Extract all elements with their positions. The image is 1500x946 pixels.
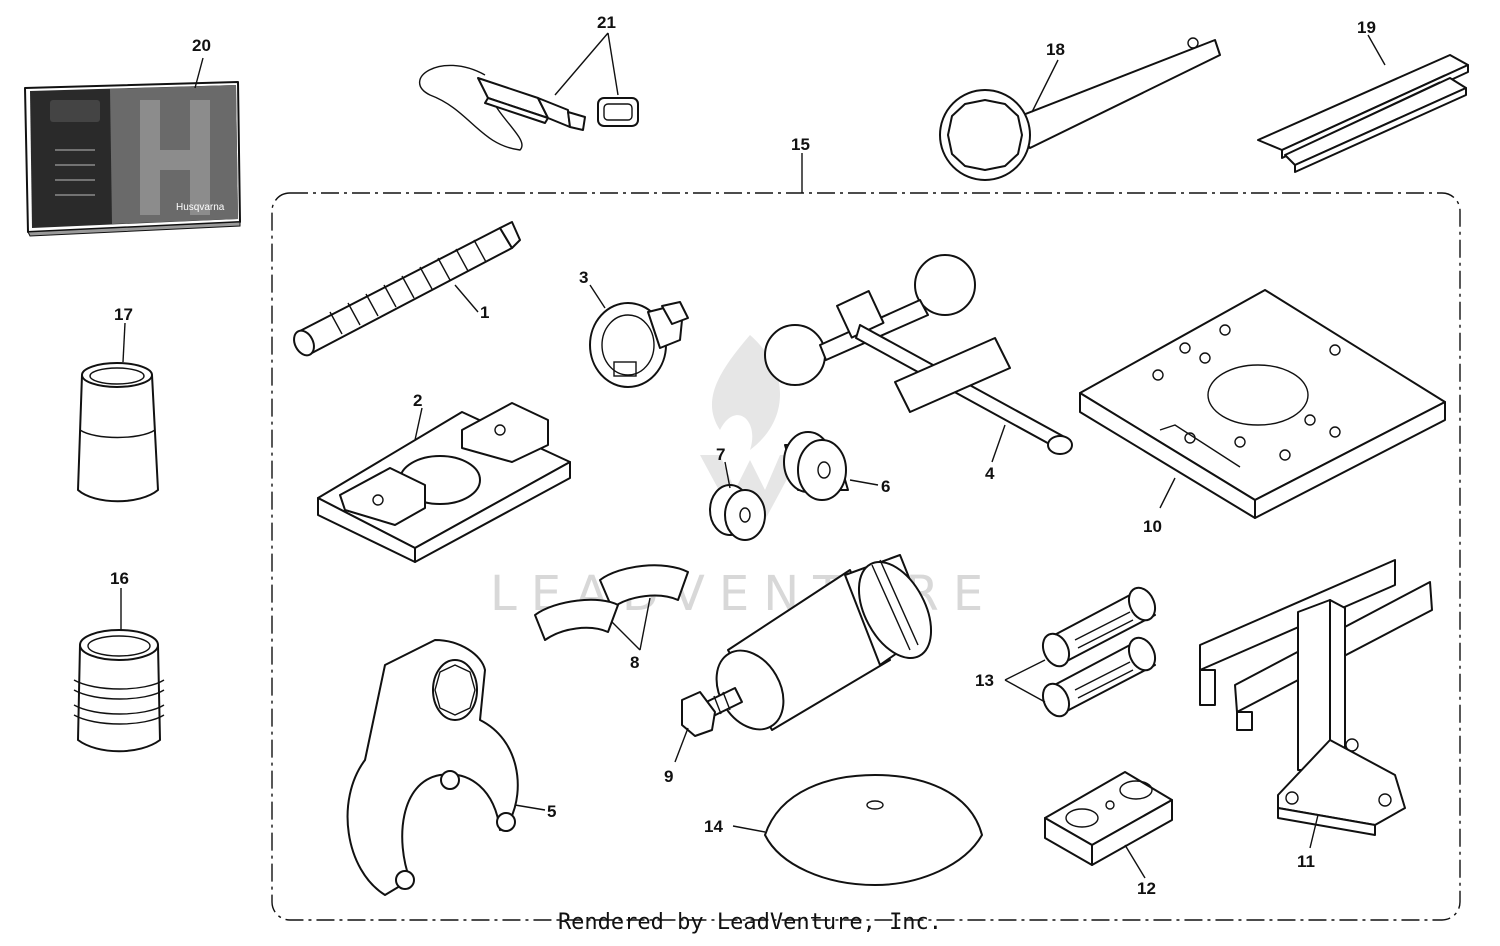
label-4: 4 bbox=[985, 464, 995, 483]
part-11-stand[interactable] bbox=[1199, 559, 1433, 836]
footer-credit: Rendered by LeadVenture, Inc. bbox=[557, 910, 943, 935]
part-13-sleeves[interactable] bbox=[1038, 584, 1160, 721]
label-6: 6 bbox=[881, 477, 890, 496]
part-14-disc[interactable] bbox=[764, 774, 983, 886]
part-6-spacer[interactable] bbox=[783, 431, 849, 501]
part-8-half-shells[interactable] bbox=[534, 564, 689, 641]
manual-brand: Husqvarna bbox=[176, 202, 225, 213]
label-14: 14 bbox=[704, 817, 723, 836]
label-11: 11 bbox=[1297, 852, 1315, 871]
label-10: 10 bbox=[1143, 517, 1162, 536]
part-18-wrench[interactable] bbox=[939, 37, 1221, 181]
label-15: 15 bbox=[791, 135, 810, 154]
part-2-holder-block[interactable] bbox=[317, 402, 571, 563]
part-19-gauge[interactable] bbox=[1257, 54, 1469, 173]
part-10-base-plate[interactable] bbox=[1079, 289, 1446, 519]
part-16-ring-sleeve[interactable] bbox=[73, 629, 165, 753]
part-12-block[interactable] bbox=[1044, 771, 1173, 866]
kit-boundary bbox=[271, 192, 1461, 921]
part-21-usb[interactable] bbox=[418, 64, 639, 151]
part-17-sleeve[interactable] bbox=[77, 362, 159, 503]
label-9: 9 bbox=[664, 767, 673, 786]
label-12: 12 bbox=[1137, 879, 1156, 898]
label-13: 13 bbox=[975, 671, 994, 690]
label-5: 5 bbox=[547, 802, 556, 821]
label-2: 2 bbox=[413, 391, 422, 410]
label-18: 18 bbox=[1046, 40, 1065, 59]
label-7: 7 bbox=[716, 445, 725, 464]
part-5-fork-holder[interactable] bbox=[346, 639, 519, 896]
label-1: 1 bbox=[480, 303, 489, 322]
part-3-puller[interactable] bbox=[589, 301, 689, 388]
label-3: 3 bbox=[579, 268, 588, 287]
label-20: 20 bbox=[192, 36, 211, 55]
label-17: 17 bbox=[114, 305, 133, 324]
part-7-spacer-small[interactable] bbox=[709, 484, 766, 541]
label-19: 19 bbox=[1357, 18, 1376, 37]
label-21: 21 bbox=[597, 13, 616, 32]
label-8: 8 bbox=[630, 653, 639, 672]
label-16: 16 bbox=[110, 569, 129, 588]
part-1-threaded-rod[interactable] bbox=[290, 221, 521, 359]
part-4-t-handle[interactable] bbox=[764, 254, 1073, 455]
part-20-manual[interactable]: Husqvarna bbox=[24, 81, 241, 237]
part-9-press-tool[interactable] bbox=[681, 550, 946, 741]
